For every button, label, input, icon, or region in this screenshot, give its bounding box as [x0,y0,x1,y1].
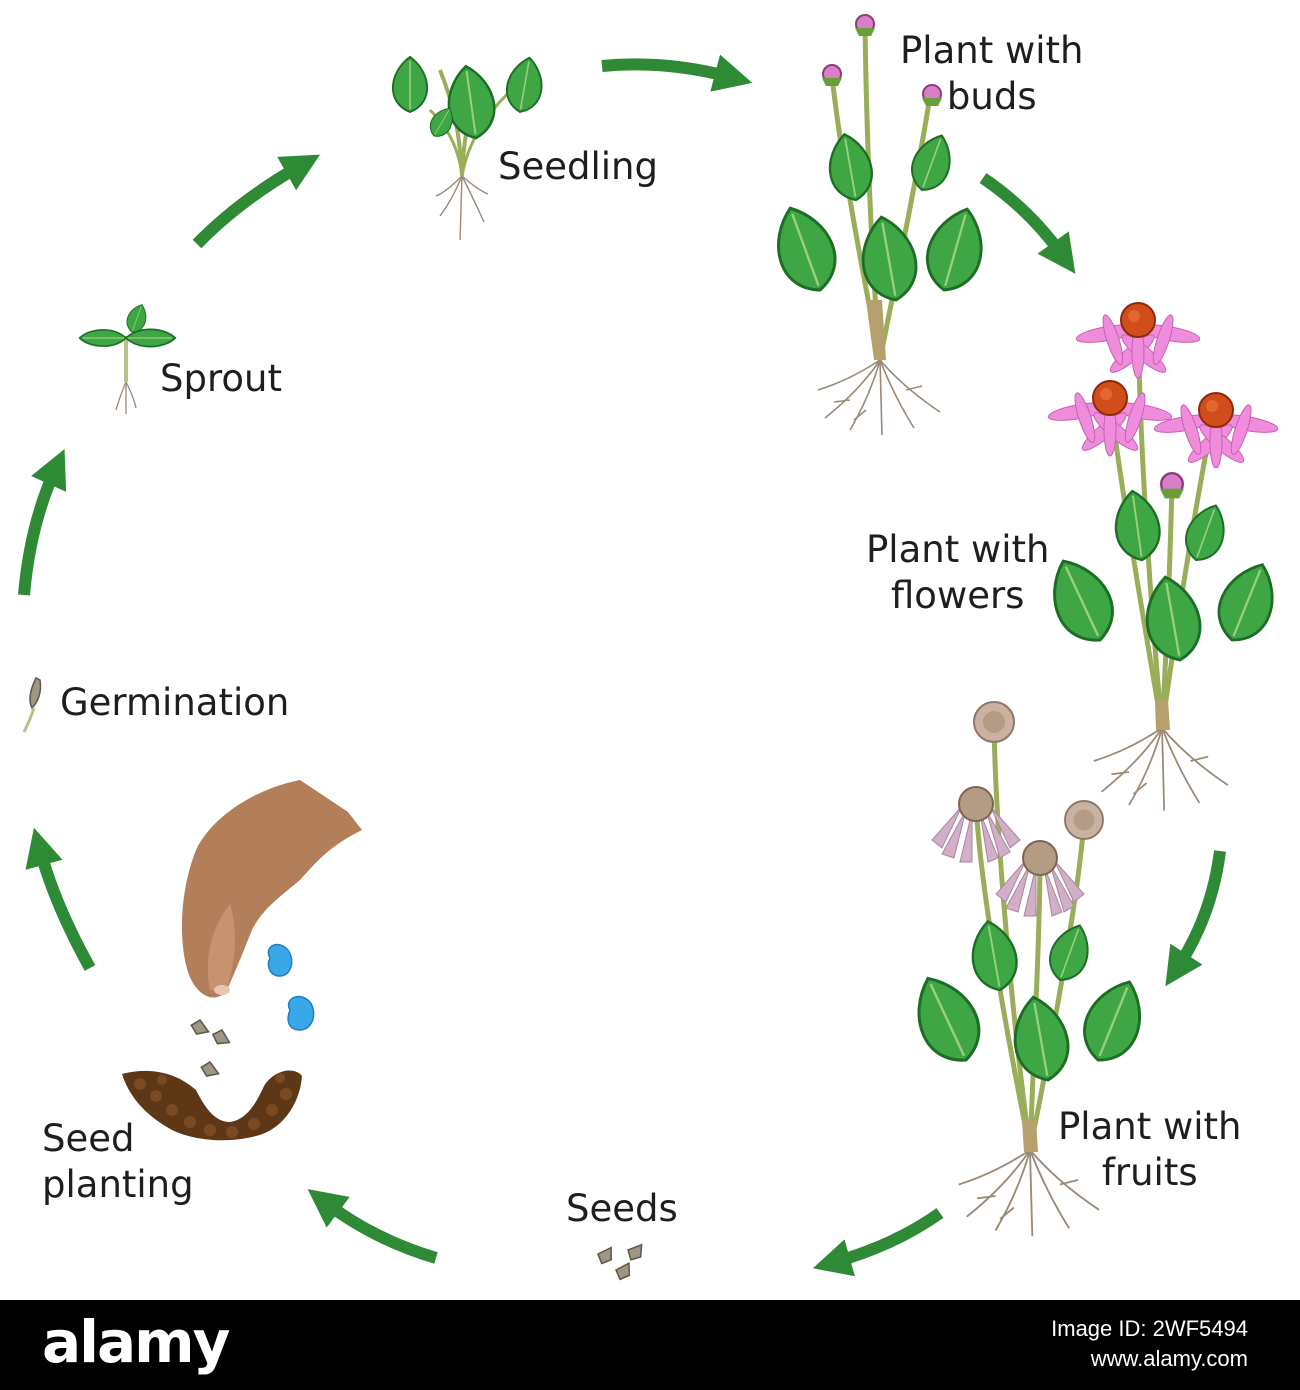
label-seedling: Seedling [498,145,658,188]
arrow-seedling-to-buds [601,54,753,92]
site-url: www.alamy.com [1090,1346,1248,1371]
germination-illustration [22,676,42,733]
stock-logo: alamy [42,1308,230,1376]
diagram-canvas [18,14,1288,1281]
cycle-arrows [18,54,1226,1277]
seeds-illustration [596,1244,644,1281]
arrow-sprout-to-seedling [192,154,321,249]
watermark-footer: alamy Image ID: 2WF5494 www.alamy.com [0,1300,1300,1390]
arrow-seeds-to-planting [307,1189,438,1264]
arrow-planting-to-germination [25,827,96,971]
label-germination: Germination [60,681,290,724]
plant-with-fruits-illustration [901,701,1156,1238]
image-meta: Image ID: 2WF5494 www.alamy.com [1051,1314,1248,1374]
seed-planting-illustration [122,780,362,1141]
label-sprout: Sprout [160,357,282,400]
arrow-flowers-to-fruits [1165,850,1226,987]
sprout-illustration [78,301,177,414]
seedling-illustration [391,53,548,241]
label-seeds: Seeds [566,1187,678,1230]
arrow-buds-to-flowers [979,173,1076,274]
arrow-fruits-to-seeds [812,1208,944,1277]
plant-with-flowers-illustration [1037,302,1288,812]
arrow-germination-to-sprout [18,449,67,596]
plant-with-buds-illustration [763,14,994,436]
image-id: Image ID: 2WF5494 [1051,1316,1248,1341]
